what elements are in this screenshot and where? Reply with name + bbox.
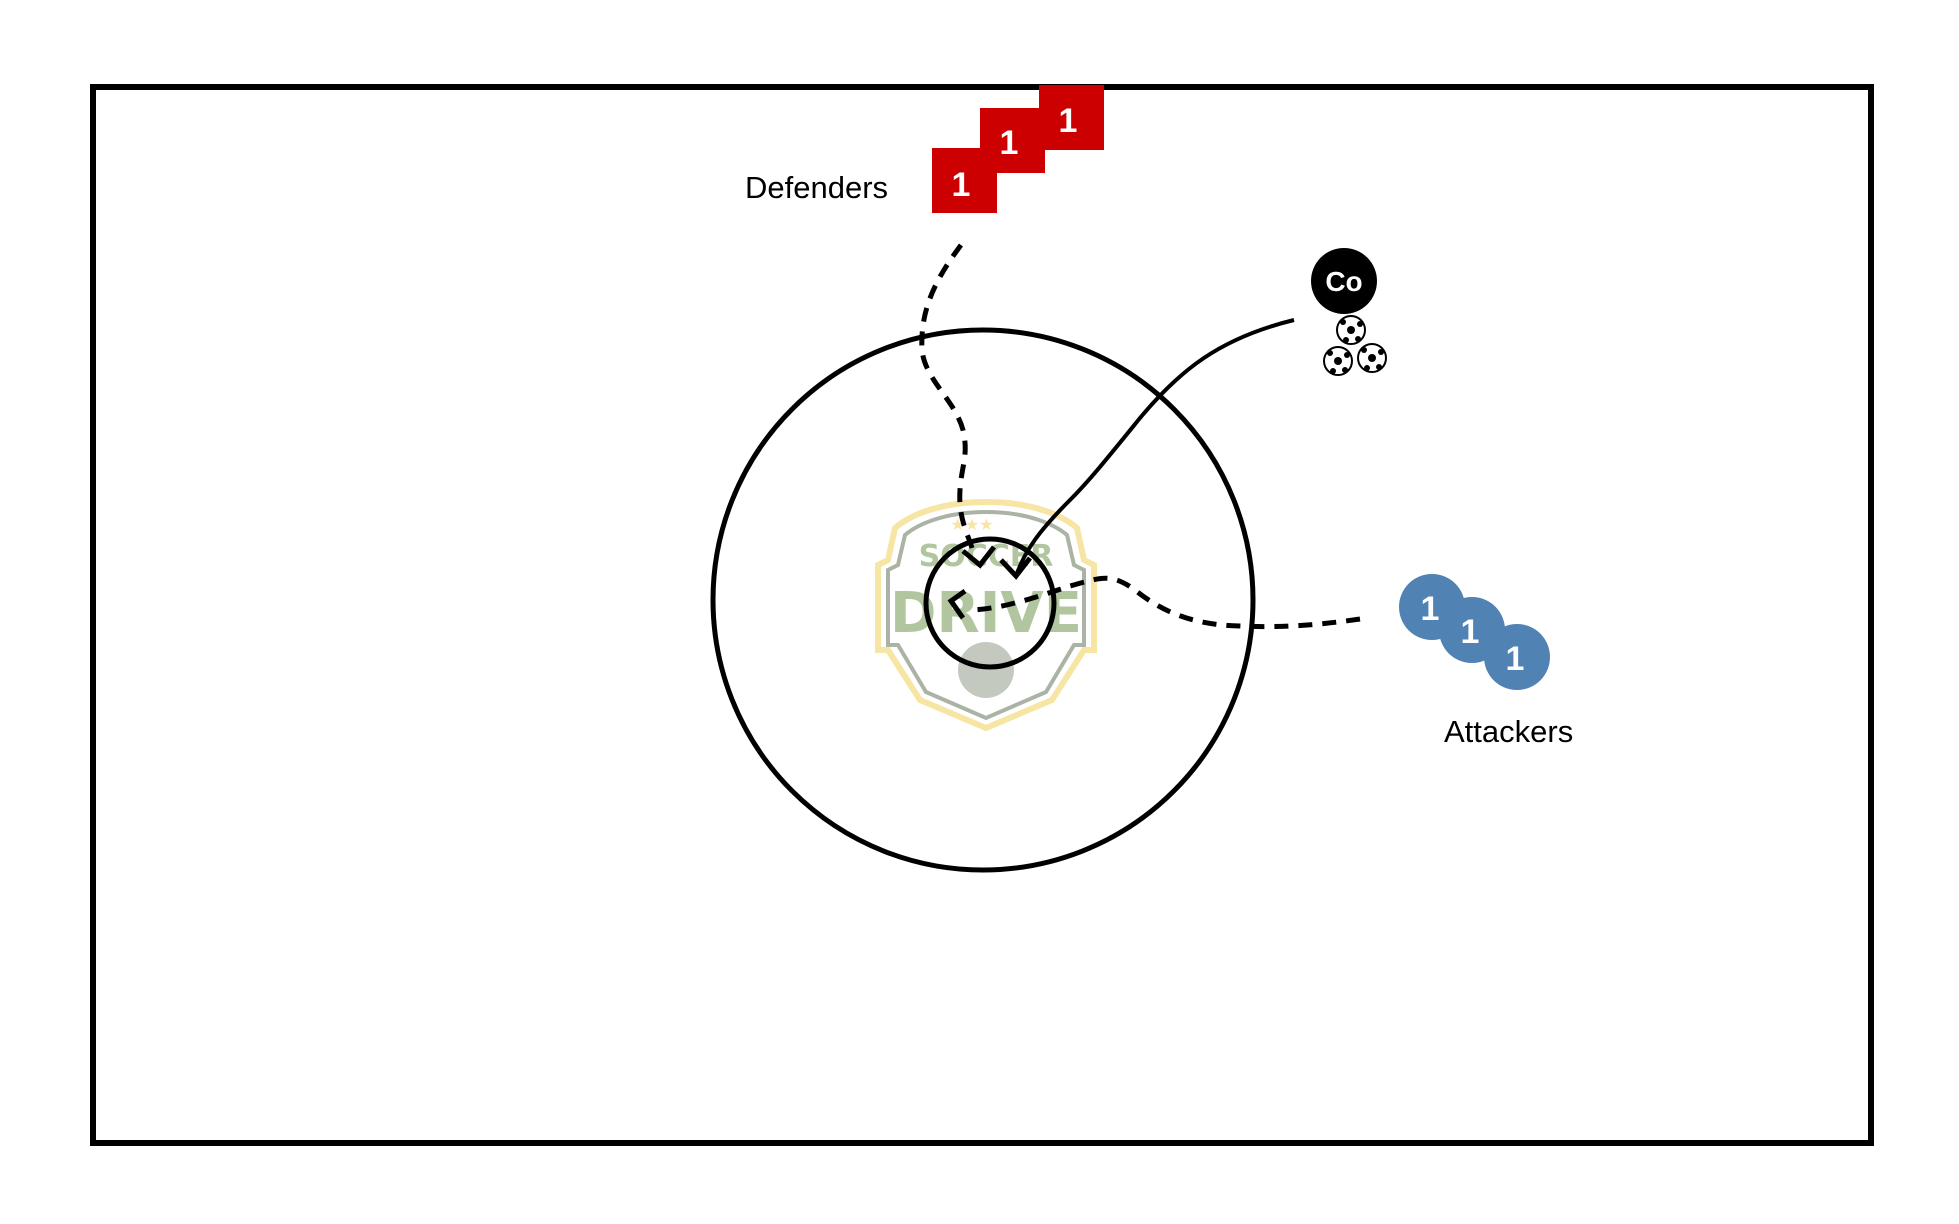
defender-number: 1 xyxy=(1059,102,1078,140)
defender-run-line xyxy=(919,243,975,549)
inner-circle xyxy=(923,536,1057,670)
coach-marker[interactable] xyxy=(1311,248,1377,314)
defenders-group: 1 1 1 xyxy=(932,85,1104,213)
outer-circle xyxy=(710,327,1256,873)
defender-number: 1 xyxy=(952,166,971,204)
soccer-ball-icon xyxy=(1357,343,1387,373)
soccer-ball-icon xyxy=(1336,315,1366,345)
soccer-drive-watermark: ★★★ SOCCER DRIVE xyxy=(875,498,1097,732)
attackers-label: Attackers xyxy=(1444,714,1573,749)
defender-number: 1 xyxy=(1000,124,1019,162)
soccer-ball-icon xyxy=(1323,346,1353,376)
field-boundary xyxy=(90,84,1874,1146)
defenders-label: Defenders xyxy=(745,170,888,205)
balls-group xyxy=(1323,315,1387,376)
defender-marker[interactable] xyxy=(1039,85,1104,150)
attacker-number: 1 xyxy=(1506,640,1525,678)
pass-line xyxy=(1014,318,1295,577)
attacker-number: 1 xyxy=(1461,613,1480,651)
defender-run-arrowhead-icon xyxy=(961,545,996,569)
svg-text:★★★: ★★★ xyxy=(950,517,993,534)
defender-marker[interactable] xyxy=(932,148,997,213)
attackers-group: 1 1 1 xyxy=(1399,574,1550,690)
attacker-number: 1 xyxy=(1421,590,1440,628)
attacker-marker[interactable] xyxy=(1484,624,1550,690)
attacker-run-line xyxy=(967,575,1361,630)
attacker-run-arrowhead-icon xyxy=(947,588,967,620)
coach-label: Co xyxy=(1325,266,1362,297)
pass-arrowhead-icon xyxy=(999,556,1032,580)
